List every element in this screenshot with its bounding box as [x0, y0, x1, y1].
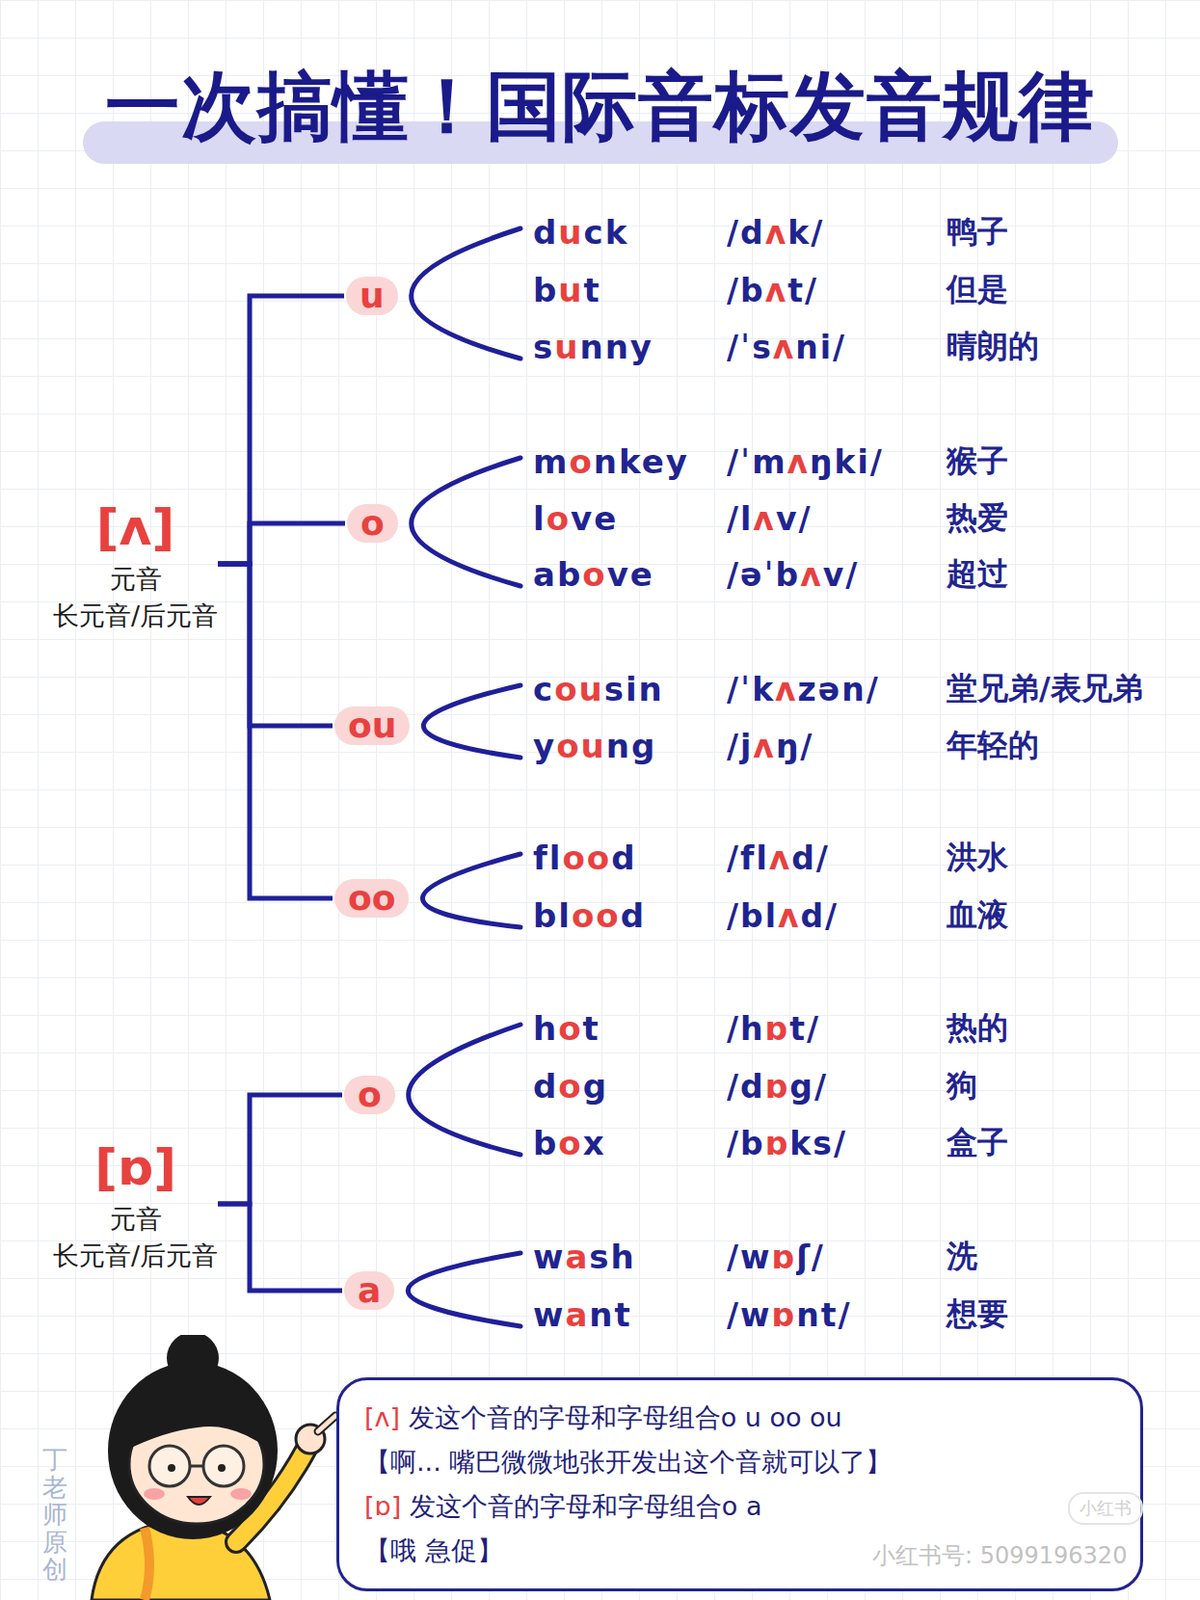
- chinese-meaning: 猴子: [946, 440, 1009, 483]
- letter-pill: u: [346, 276, 399, 316]
- tree-connector: [217, 1203, 343, 1291]
- mouth: [187, 1496, 211, 1505]
- letter-pill: oo: [334, 879, 409, 918]
- ipa-transcription: /ˈsʌni/: [726, 328, 847, 367]
- ipa-transcription: /jʌŋ/: [726, 727, 814, 766]
- watermark-id: 小红书号: 5099196320: [872, 1540, 1127, 1572]
- tree-connector: [217, 295, 345, 564]
- letter-pill: a: [344, 1271, 395, 1310]
- eye: [167, 1464, 176, 1472]
- letter-combination: o: [357, 1074, 382, 1115]
- vowel-category: 长元音/后元音: [53, 1237, 218, 1275]
- letter-combination: oo: [347, 878, 396, 918]
- ipa-transcription: /blʌd/: [726, 897, 839, 935]
- curly-bracket: [411, 228, 521, 359]
- chinese-meaning: 血液: [946, 894, 1009, 937]
- watermark-logo: 小红书: [1067, 1492, 1144, 1525]
- vowel-group: [ʌ]元音长元音/后元音: [53, 493, 218, 635]
- vowel-group: [ɒ]元音长元音/后元音: [53, 1133, 218, 1275]
- curly-bracket: [408, 1024, 521, 1155]
- glasses-right: [203, 1445, 244, 1487]
- vocab-word: blood: [533, 896, 646, 935]
- chinese-meaning: 洗: [946, 1235, 978, 1279]
- letter-combination: u: [359, 275, 385, 316]
- shirt-stripe: [144, 1527, 150, 1600]
- vocab-word: dog: [533, 1066, 609, 1106]
- phonetic-symbol: [ɒ]: [53, 1133, 218, 1201]
- tree-connector: [217, 563, 333, 899]
- vocab-word: love: [533, 499, 618, 538]
- watermark-vertical: 丁老师原创: [42, 1445, 68, 1584]
- title: 一次搞懂！国际音标发音规律: [0, 59, 1200, 153]
- vocab-word: above: [533, 555, 655, 594]
- ipa-transcription: /bʌt/: [726, 271, 819, 310]
- vocab-word: cousin: [533, 669, 665, 709]
- vowel-category: 长元音/后元音: [53, 597, 218, 635]
- letter-combination: a: [357, 1270, 381, 1310]
- curly-bracket: [407, 1253, 521, 1327]
- bangs: [125, 1394, 268, 1451]
- hair: [107, 1361, 278, 1540]
- chinese-meaning: 狗: [946, 1065, 978, 1108]
- chinese-meaning: 晴朗的: [946, 325, 1040, 369]
- eye: [217, 1464, 226, 1472]
- letter-pill: o: [344, 1075, 396, 1115]
- tree-connector: [217, 1094, 343, 1204]
- glasses-left: [149, 1445, 190, 1487]
- vocab-word: young: [533, 726, 657, 766]
- ipa-transcription: /flʌd/: [726, 839, 830, 878]
- curly-bracket: [423, 685, 521, 758]
- vocab-word: flood: [533, 838, 638, 878]
- curly-bracket: [422, 853, 521, 928]
- letter-pill: ou: [334, 706, 410, 746]
- ipa-transcription: /dɒg/: [726, 1067, 828, 1106]
- ipa-transcription: /ˈkʌzən/: [726, 670, 880, 709]
- ipa-transcription: /dʌk/: [726, 213, 825, 252]
- chinese-meaning: 超过: [946, 553, 1009, 596]
- vocab-word: box: [533, 1123, 607, 1163]
- ipa-transcription: /əˈbʌv/: [726, 556, 859, 594]
- vowel-category: 元音: [53, 560, 218, 598]
- ipa-transcription: /hɒt/: [726, 1010, 821, 1048]
- chinese-meaning: 热爱: [946, 497, 1009, 540]
- letter-combination: ou: [347, 705, 397, 746]
- vocab-word: duck: [533, 213, 629, 252]
- chinese-meaning: 盒子: [946, 1121, 1009, 1165]
- vocab-word: want: [533, 1295, 633, 1334]
- ipa-transcription: /lʌv/: [726, 500, 812, 538]
- finger: [318, 1415, 336, 1432]
- vowel-category: 元音: [53, 1200, 218, 1238]
- ipa-transcription: /wɒnt/: [726, 1296, 852, 1334]
- blush: [230, 1488, 252, 1500]
- finger-outline: [318, 1415, 336, 1432]
- chinese-meaning: 洪水: [946, 836, 1009, 880]
- vocab-word: wash: [533, 1237, 637, 1277]
- phonetic-symbol: [ʌ]: [53, 493, 218, 561]
- note-text: [ʌ] 发这个音的字母和字母组合o u oo ou: [364, 1395, 1118, 1440]
- ipa-transcription: /bɒks/: [726, 1124, 848, 1163]
- vocab-word: sunny: [533, 327, 654, 367]
- note-text: 【啊... 嘴巴微微地张开发出这个音就可以了】: [364, 1440, 1118, 1485]
- letter-combination: o: [360, 503, 385, 543]
- ipa-transcription: /ˈmʌŋki/: [726, 443, 884, 481]
- tree-connector: [217, 523, 346, 564]
- curly-bracket: [411, 457, 521, 587]
- chinese-meaning: 热的: [946, 1007, 1009, 1050]
- vocab-word: hot: [533, 1009, 601, 1048]
- chinese-meaning: 鸭子: [946, 211, 1009, 254]
- chinese-meaning: 想要: [946, 1293, 1009, 1336]
- glasses-bridge: [189, 1465, 204, 1468]
- tree-connector: [217, 563, 333, 726]
- blush: [143, 1488, 165, 1500]
- chinese-meaning: 但是: [946, 268, 1009, 312]
- vocab-word: monkey: [533, 442, 690, 481]
- ipa-transcription: /wɒʃ/: [726, 1238, 826, 1277]
- note-text: [ɒ] 发这个音的字母和字母组合o a: [364, 1484, 1118, 1529]
- chinese-meaning: 年轻的: [946, 724, 1040, 768]
- letter-pill: o: [346, 504, 399, 543]
- chinese-meaning: 堂兄弟/表兄弟: [946, 667, 1144, 711]
- vocab-word: but: [533, 270, 602, 310]
